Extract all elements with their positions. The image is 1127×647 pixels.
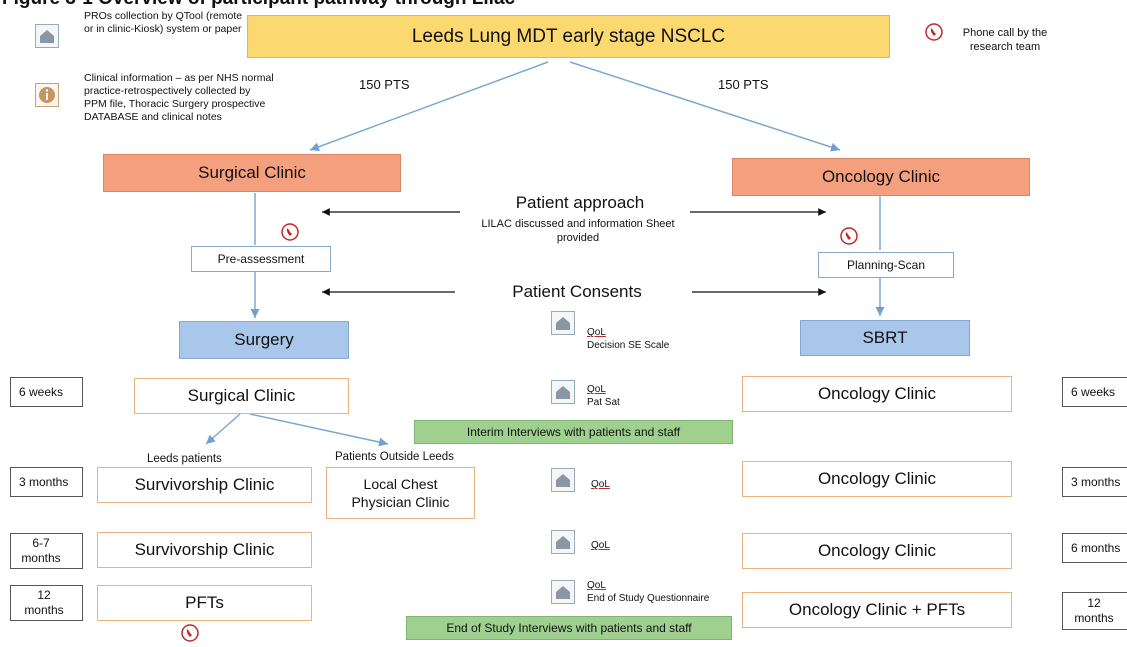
qol-5-detail: End of Study Questionnaire <box>587 593 710 604</box>
arrow-to-leeds <box>205 413 241 445</box>
phone-icon <box>281 223 299 241</box>
home-icon <box>551 311 575 335</box>
arrow-mdt-to-oncology <box>569 61 841 152</box>
left-12-months-label: 12 months <box>24 588 64 617</box>
info-icon <box>35 83 59 107</box>
right-12-months-box: 12 months <box>1062 592 1127 630</box>
outside-leeds-label: Patients Outside Leeds <box>335 451 454 463</box>
survivorship-6m-box: Survivorship Clinic <box>97 532 312 568</box>
left-12-months-box: 12 months <box>10 585 83 621</box>
right-3-months-label: 3 months <box>1071 474 1121 489</box>
survivorship-6m-label: Survivorship Clinic <box>134 540 275 559</box>
oncology-clinic-box: Oncology Clinic <box>732 158 1030 196</box>
surgical-clinic-6w-label: Surgical Clinic <box>187 386 296 405</box>
surgical-clinic-box: Surgical Clinic <box>103 154 401 192</box>
qol-4-label: QoL <box>591 540 610 551</box>
left-6-weeks-box: 6 weeks <box>10 377 83 407</box>
left-6-7-months-label: 6-7 months <box>21 536 61 565</box>
qol-2-label: QoL <box>587 384 606 395</box>
oncology-3m-box: Oncology Clinic <box>742 461 1012 497</box>
local-chest-label: Local Chest Physician Clinic <box>351 476 450 510</box>
home-icon <box>551 468 575 492</box>
right-6-weeks-label: 6 weeks <box>1071 384 1116 399</box>
right-6-weeks-box: 6 weeks <box>1062 377 1127 407</box>
patient-consents-title: Patient Consents <box>512 282 642 301</box>
right-branch-count: 150 PTS <box>718 77 769 92</box>
oncology-pfts-label: Oncology Clinic + PFTs <box>788 600 966 619</box>
qol-5-label: QoL <box>587 580 606 591</box>
pre-assessment-label: Pre-assessment <box>217 252 305 266</box>
oncology-6m-label: Oncology Clinic <box>817 541 937 560</box>
mdt-header-label: Leeds Lung MDT early stage NSCLC <box>411 25 726 47</box>
left-6-weeks-label: 6 weeks <box>19 384 64 399</box>
surgery-label: Surgery <box>234 330 294 349</box>
pfts-box: PFTs <box>97 585 312 621</box>
survivorship-3m-box: Survivorship Clinic <box>97 467 312 503</box>
oncology-6w-box: Oncology Clinic <box>742 376 1012 412</box>
right-12-months-label: 12 months <box>1074 596 1114 625</box>
pfts-label: PFTs <box>185 593 224 612</box>
pre-assessment-box: Pre-assessment <box>191 246 331 272</box>
arrow-mdt-to-surgical <box>309 61 549 152</box>
right-6-months-box: 6 months <box>1062 533 1127 563</box>
left-3-months-box: 3 months <box>10 467 83 497</box>
home-icon <box>35 24 59 48</box>
qol-2-detail: Pat Sat <box>587 397 620 408</box>
leeds-patients-label: Leeds patients <box>147 453 222 465</box>
legend-clinical-text: Clinical information – as per NHS normal… <box>84 72 274 123</box>
phone-icon <box>840 227 858 245</box>
sbrt-box: SBRT <box>800 320 970 356</box>
home-icon <box>551 580 575 604</box>
left-branch-count: 150 PTS <box>359 77 410 92</box>
sbrt-label: SBRT <box>862 328 908 347</box>
right-3-months-box: 3 months <box>1062 467 1127 497</box>
phone-icon <box>181 624 199 642</box>
surgical-clinic-6w-box: Surgical Clinic <box>134 378 349 414</box>
end-interviews-label: End of Study Interviews with patients an… <box>446 621 692 635</box>
home-icon <box>551 380 575 404</box>
phone-icon <box>925 23 943 41</box>
patient-approach-title: Patient approach <box>515 193 645 212</box>
oncology-6m-box: Oncology Clinic <box>742 533 1012 569</box>
legend-phone-text: Phone call by the research team <box>962 27 1048 53</box>
qol-1-detail: Decision SE Scale <box>587 340 670 351</box>
surgery-box: Surgery <box>179 321 349 359</box>
mdt-header: Leeds Lung MDT early stage NSCLC <box>247 15 890 58</box>
qol-1-label: QoL <box>587 327 606 338</box>
left-3-months-label: 3 months <box>19 474 69 489</box>
survivorship-3m-label: Survivorship Clinic <box>134 475 275 494</box>
surgical-clinic-label: Surgical Clinic <box>198 163 306 182</box>
planning-scan-box: Planning-Scan <box>818 252 954 278</box>
planning-scan-label: Planning-Scan <box>846 258 926 272</box>
local-chest-box: Local Chest Physician Clinic <box>326 467 475 519</box>
qol-3-label: QoL <box>591 479 610 490</box>
home-icon <box>551 530 575 554</box>
figure-title: Figure 3-1 Overview of participant pathw… <box>2 0 515 10</box>
oncology-pfts-box: Oncology Clinic + PFTs <box>742 592 1012 628</box>
end-interviews-band: End of Study Interviews with patients an… <box>406 616 732 640</box>
patient-approach-detail: LILAC discussed and information Sheet pr… <box>481 218 675 244</box>
interim-interviews-label: Interim Interviews with patients and sta… <box>466 425 681 439</box>
oncology-6w-label: Oncology Clinic <box>817 384 937 403</box>
oncology-clinic-label: Oncology Clinic <box>821 167 941 186</box>
legend-pros-text: PROs collection by QTool (remote or in c… <box>84 10 243 35</box>
right-6-months-label: 6 months <box>1071 540 1121 555</box>
left-6-7-months-box: 6-7 months <box>10 533 83 569</box>
interim-interviews-band: Interim Interviews with patients and sta… <box>414 420 733 444</box>
arrow-to-outside <box>249 413 389 447</box>
oncology-3m-label: Oncology Clinic <box>817 469 937 488</box>
